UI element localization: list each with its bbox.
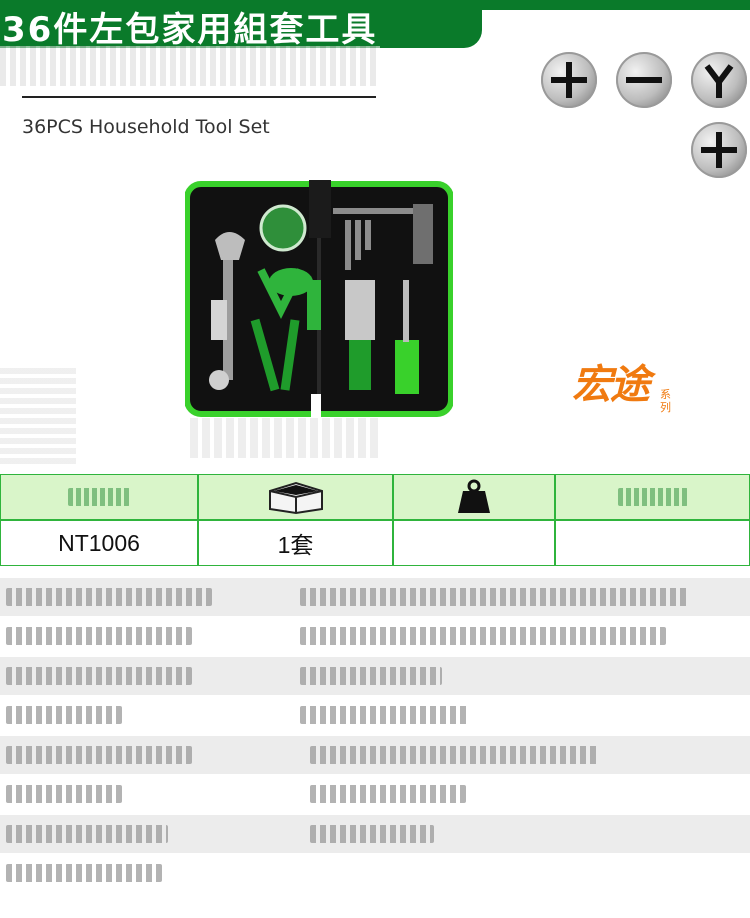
list-row bbox=[0, 578, 750, 616]
list-item bbox=[6, 627, 192, 645]
list-item bbox=[310, 825, 434, 843]
faded-decoration bbox=[0, 368, 76, 464]
list-item bbox=[6, 825, 168, 843]
list-item bbox=[6, 667, 192, 685]
title-reflection bbox=[0, 46, 380, 86]
list-item bbox=[300, 627, 666, 645]
model-number: NT1006 bbox=[0, 520, 198, 566]
header-weight-cell bbox=[393, 474, 555, 520]
header-size-cell bbox=[555, 474, 750, 520]
list-item bbox=[310, 746, 600, 764]
list-item bbox=[300, 588, 690, 606]
title-divider bbox=[22, 96, 376, 98]
list-row bbox=[0, 775, 750, 813]
slotted-bit-icon bbox=[616, 52, 672, 108]
list-row bbox=[0, 815, 750, 853]
list-row bbox=[0, 854, 750, 892]
header-size-label bbox=[617, 488, 688, 506]
package-quantity: 1套 bbox=[198, 520, 393, 566]
header-model-label bbox=[68, 488, 130, 506]
list-item bbox=[6, 746, 192, 764]
header-model-cell bbox=[0, 474, 198, 520]
list-item bbox=[6, 706, 122, 724]
size-value bbox=[555, 520, 750, 566]
brand-logo: 宏途 系列 bbox=[572, 352, 671, 414]
title-banner-accent bbox=[470, 0, 750, 10]
list-row bbox=[0, 657, 750, 695]
box-icon bbox=[268, 481, 323, 515]
list-item bbox=[6, 864, 162, 882]
y-bit-icon bbox=[691, 52, 747, 108]
page-subtitle: 36PCS Household Tool Set bbox=[22, 116, 270, 138]
weight-icon bbox=[458, 479, 490, 513]
brand-series: 系列 bbox=[660, 388, 671, 414]
brand-name: 宏途 bbox=[572, 361, 650, 408]
spec-table-header bbox=[0, 474, 750, 520]
phillips-bit-icon bbox=[541, 52, 597, 108]
cross-bit-icon bbox=[691, 122, 747, 178]
image-reflection bbox=[190, 418, 380, 458]
list-item bbox=[6, 588, 212, 606]
spec-table-row: NT1006 1套 bbox=[0, 520, 750, 566]
tool-bag-image bbox=[185, 180, 453, 418]
list-row bbox=[0, 617, 750, 655]
list-row bbox=[0, 736, 750, 774]
list-row bbox=[0, 696, 750, 734]
title-banner bbox=[0, 0, 482, 48]
list-item bbox=[310, 785, 466, 803]
header-package-cell bbox=[198, 474, 393, 520]
weight-value bbox=[393, 520, 555, 566]
list-item bbox=[300, 706, 468, 724]
list-item bbox=[6, 785, 122, 803]
spec-table: NT1006 1套 bbox=[0, 474, 750, 566]
list-item bbox=[300, 667, 442, 685]
page-title: 36件左包家用組套工具 bbox=[2, 10, 378, 50]
